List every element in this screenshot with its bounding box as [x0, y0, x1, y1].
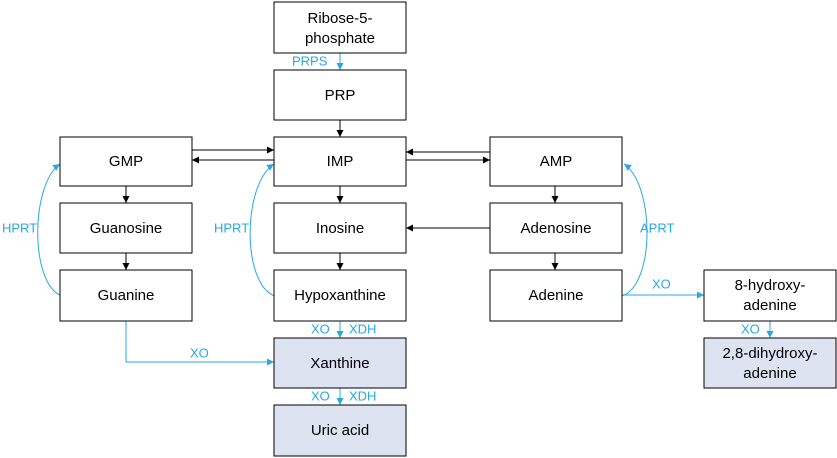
hydroxyadenine-label-line2: adenine: [743, 297, 796, 314]
node-gmp: GMP: [59, 136, 193, 187]
ribose-label-line2: phosphate: [305, 30, 375, 47]
amp-label: AMP: [540, 153, 573, 170]
adenosine-label: Adenosine: [521, 220, 592, 237]
enzyme-hprt-left-label: HPRT: [2, 220, 37, 235]
xanthine-label: Xanthine: [310, 355, 369, 372]
hydroxyadenine-label-line1: 8-hydroxy-: [735, 277, 806, 294]
enzyme-arrows: [37, 53, 774, 405]
enzyme-xo-xanthine-label: XO: [311, 388, 330, 403]
node-adenosine: Adenosine: [489, 202, 623, 254]
guanosine-label: Guanosine: [90, 220, 163, 237]
enzyme-xo-guanine-label: XO: [190, 345, 209, 360]
dihydroxyadenine-label-line1: 2,8-dihydroxy-: [722, 345, 817, 362]
node-uric-acid: Uric acid: [273, 404, 407, 457]
enzyme-aprt-label: APRT: [640, 220, 674, 235]
hypoxanthine-label: Hypoxanthine: [294, 287, 386, 304]
guanine-label: Guanine: [98, 287, 155, 304]
ribose-label-line1: Ribose-5-: [307, 10, 372, 27]
enzyme-xdh-hypoxanthine-label: XDH: [349, 321, 376, 336]
arrow-aprt-adenine-to-amp: [621, 163, 648, 297]
node-amp: AMP: [489, 136, 623, 187]
uric-acid-label: Uric acid: [311, 422, 369, 439]
gmp-label: GMP: [109, 153, 143, 170]
node-guanine: Guanine: [59, 269, 193, 322]
enzyme-hprt-mid-label: HPRT: [214, 220, 249, 235]
inosine-label: Inosine: [316, 220, 364, 237]
node-xanthine: Xanthine: [273, 337, 407, 389]
enzyme-xo-adenine-label: XO: [652, 276, 671, 291]
enzyme-xo-hypoxanthine-label: XO: [311, 321, 330, 336]
node-ribose-5-phosphate: Ribose-5- phosphate: [273, 1, 407, 54]
arrow-hprt-hypoxanthine-to-imp: [249, 163, 276, 297]
enzyme-xdh-xanthine-label: XDH: [349, 388, 376, 403]
arrow-hprt-guanine-to-gmp: [37, 163, 63, 297]
node-prp: PRP: [273, 69, 407, 121]
node-adenine: Adenine: [489, 269, 623, 322]
prp-label: PRP: [325, 87, 356, 104]
node-inosine: Inosine: [273, 202, 407, 254]
node-8-hydroxyadenine: 8-hydroxy- adenine: [703, 269, 837, 322]
arrow-xo-guanine-to-xanthine: [125, 321, 274, 366]
node-imp: IMP: [273, 136, 407, 187]
pathway-arrows: [122, 120, 559, 270]
enzyme-labels: PRPS HPRT HPRT APRT XO XO XDH XO XDH XO …: [2, 53, 760, 403]
node-hypoxanthine: Hypoxanthine: [273, 269, 407, 322]
node-2-8-dihydroxyadenine: 2,8-dihydroxy- adenine: [703, 337, 837, 389]
enzyme-xo-hydroxyadenine-label: XO: [741, 321, 760, 336]
adenine-label: Adenine: [528, 287, 583, 304]
imp-label: IMP: [327, 153, 354, 170]
node-guanosine: Guanosine: [59, 202, 193, 254]
dihydroxyadenine-label-line2: adenine: [743, 365, 796, 382]
enzyme-prps-label: PRPS: [292, 53, 328, 68]
